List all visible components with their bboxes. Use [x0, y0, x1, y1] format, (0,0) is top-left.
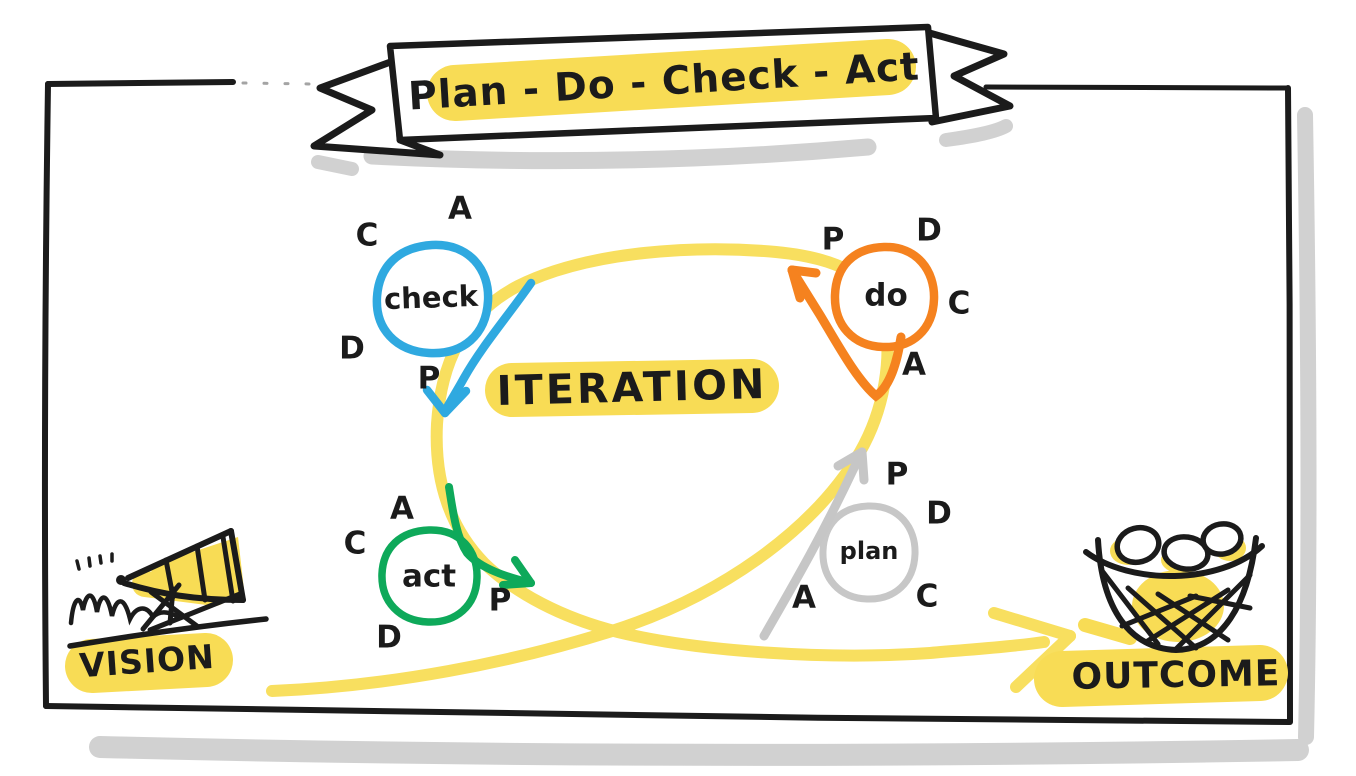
banner-ribbon: [310, 23, 1014, 159]
act-arrow-icon: [445, 483, 535, 589]
drop-shadows: [89, 107, 1317, 766]
do-node-circle: [830, 242, 939, 352]
plan-letter-a: A: [792, 579, 816, 616]
act-node-label: act: [401, 558, 457, 595]
check-letter-p: P: [417, 360, 441, 397]
banner-right-tail: [922, 28, 1014, 126]
act-letter-c: C: [343, 525, 367, 562]
do-letter-a: A: [902, 346, 926, 383]
check-node-circle: [372, 240, 493, 358]
check-node-label: check: [383, 278, 479, 317]
plan-letter-d: D: [926, 495, 952, 532]
outcome-highlight: [1034, 645, 1288, 707]
frame-border: [41, 79, 1294, 725]
banner-highlight: [427, 39, 916, 121]
do-arrow-icon: [787, 265, 906, 402]
check-arrow-icon: [422, 278, 536, 418]
vision-highlight: [65, 633, 233, 693]
basket-icon: [1034, 521, 1288, 707]
iteration-label: ITERATION: [496, 359, 768, 416]
plan-arrow-icon: [759, 447, 869, 641]
do-letter-p: P: [821, 221, 845, 258]
megaphone-icon: [65, 528, 269, 693]
do-node-label: do: [864, 277, 908, 314]
check-letter-c: C: [355, 217, 379, 254]
outcome-label: OUTCOME: [1071, 653, 1281, 698]
plan-letter-c: C: [915, 578, 939, 615]
do-letter-c: C: [947, 285, 971, 322]
check-letter-a: A: [448, 190, 472, 227]
plan-node-circle: [819, 502, 919, 603]
do-letter-d: D: [916, 212, 942, 249]
act-letter-p: P: [488, 582, 512, 619]
vision-label: VISION: [78, 636, 216, 686]
check-letter-d: D: [339, 330, 365, 367]
plan-letter-p: P: [885, 456, 909, 493]
act-letter-d: D: [376, 619, 402, 656]
iteration-highlight: [485, 359, 779, 417]
plan-node-label: plan: [839, 537, 899, 565]
act-letter-a: A: [390, 490, 414, 527]
